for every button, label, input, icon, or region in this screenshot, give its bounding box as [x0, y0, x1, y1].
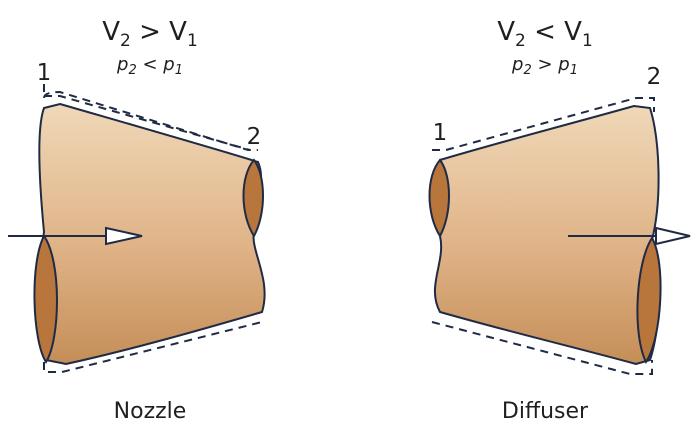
nozzle-caption: Nozzle [114, 399, 187, 424]
nozzle-outlet-section [242, 158, 264, 238]
diffuser-inlet-label: 1 [433, 120, 448, 146]
diffuser-control-volume-top [432, 97, 655, 151]
nozzle-pressure-relation: p2 < p1 [116, 54, 183, 78]
nozzle: V2 > V1 p2 < p1 1 2 Nozzle [8, 17, 266, 424]
diffuser-body [433, 104, 660, 366]
nozzle-outlet-label: 2 [247, 124, 262, 150]
diffuser-caption: Diffuser [502, 399, 589, 424]
nozzle-inlet-label: 1 [37, 60, 52, 86]
diffuser-outlet-label: 2 [647, 64, 662, 90]
diffuser: V2 < V1 p2 > p1 1 2 Diffuser [428, 17, 691, 424]
diffuser-inlet-section [428, 158, 450, 238]
diffuser-control-volume-bottom [431, 321, 653, 375]
nozzle-flow-arrowhead [105, 226, 143, 246]
diffuser-pressure-relation: p2 > p1 [511, 54, 578, 78]
diffuser-outlet-section [636, 236, 662, 364]
nozzle-inlet-section [33, 234, 58, 364]
nozzle-body [37, 102, 266, 366]
diffuser-velocity-relation: V2 < V1 [497, 17, 593, 51]
diffuser-flow-arrowhead [655, 226, 691, 246]
nozzle-velocity-relation: V2 > V1 [102, 17, 198, 51]
nozzle-dashed-top [44, 95, 251, 151]
